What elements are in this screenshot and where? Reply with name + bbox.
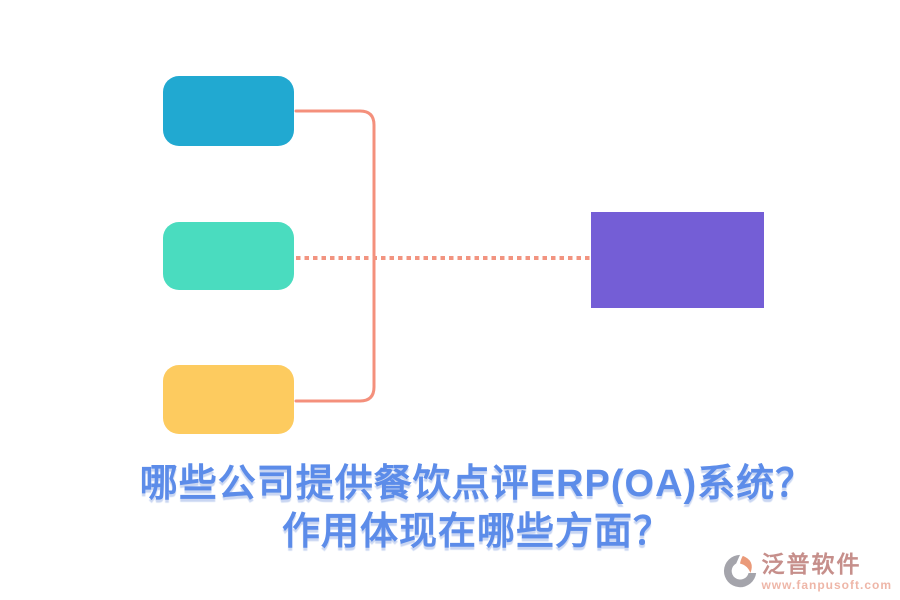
watermark-text: 泛普软件 www.fanpusoft.com — [761, 552, 892, 592]
flow-node-middle — [163, 222, 294, 290]
watermark-url: www.fanpusoft.com — [761, 578, 892, 592]
headline: 哪些公司提供餐饮点评ERP(OA)系统？ 作用体现在哪些方面？ — [27, 460, 900, 556]
flow-node-bottom — [163, 365, 294, 434]
headline-line1: 哪些公司提供餐饮点评ERP(OA)系统？ — [139, 463, 815, 505]
bracket-connector — [294, 109, 376, 403]
watermark-brand: 泛普软件 — [761, 552, 862, 577]
watermark: 泛普软件 www.fanpusoft.com — [721, 552, 892, 592]
fanpu-logo-icon — [724, 554, 757, 588]
flow-node-top — [163, 76, 294, 146]
flow-node-result — [591, 212, 764, 308]
headline-line2: 作用体现在哪些方面？ — [281, 511, 672, 553]
